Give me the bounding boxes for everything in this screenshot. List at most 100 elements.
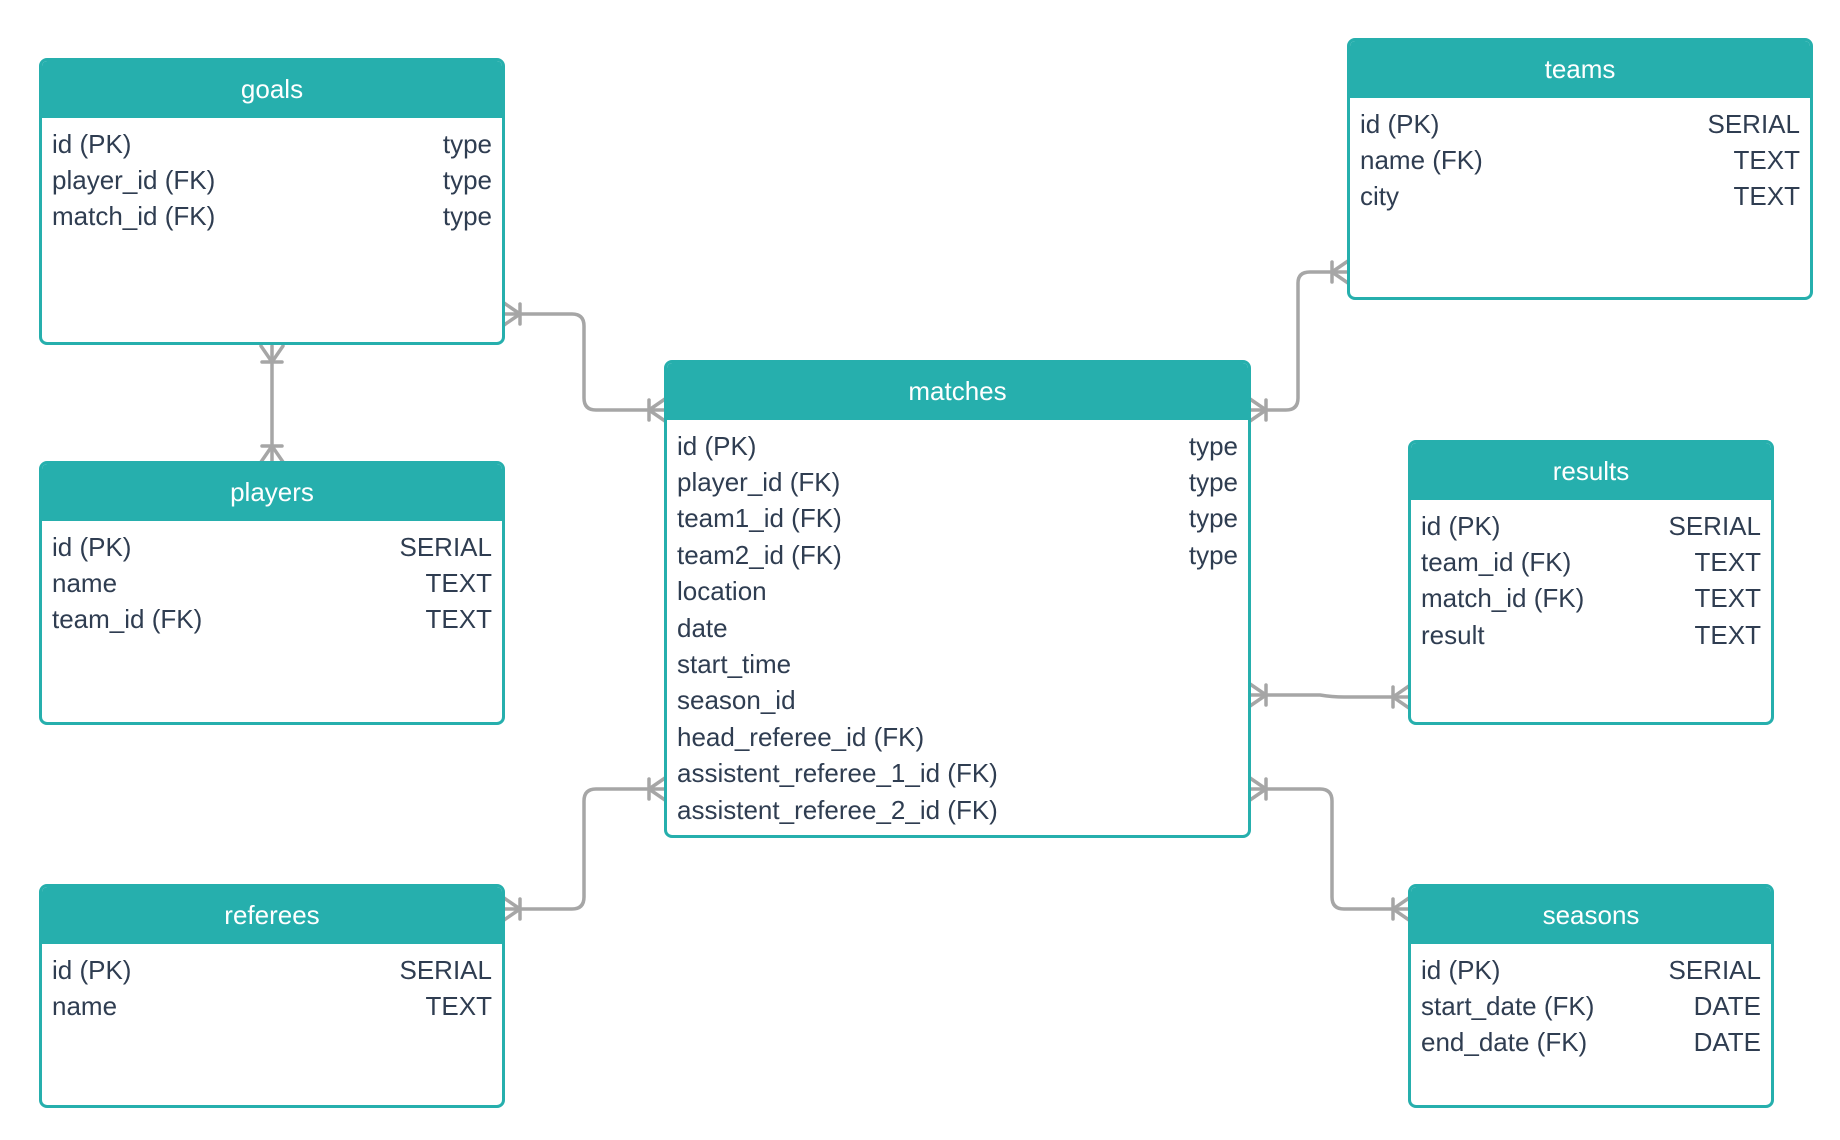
field-row: team1_id (FK) type <box>677 501 1238 537</box>
field-name: id (PK) <box>1360 108 1440 139</box>
entity-fields: id (PK) SERIAL name TEXT team_id (FK) TE… <box>42 521 502 638</box>
field-row: id (PK) SERIAL <box>1360 106 1800 142</box>
field-row: id (PK) type <box>677 428 1238 464</box>
entity-title: teams <box>1350 41 1810 98</box>
field-row: assistent_referee_1_id (FK) <box>677 756 1238 792</box>
field-row: season_id <box>677 683 1238 719</box>
field-type: SERIAL <box>399 954 493 985</box>
field-row: player_id (FK) type <box>52 162 492 198</box>
entity-referees[interactable]: referees id (PK) SERIAL name TEXT <box>39 884 505 1108</box>
field-type: TEXT <box>1733 145 1800 176</box>
entity-fields: id (PK) type player_id (FK) type team1_i… <box>667 420 1248 828</box>
field-name: team1_id (FK) <box>677 503 842 534</box>
relationship-goals-matches <box>502 301 667 423</box>
field-row: id (PK) SERIAL <box>52 529 492 565</box>
field-row: id (PK) SERIAL <box>1421 952 1761 988</box>
field-name: end_date (FK) <box>1421 1027 1588 1058</box>
field-name: city <box>1360 181 1399 212</box>
entity-fields: id (PK) SERIAL start_date (FK) DATE end_… <box>1411 944 1771 1061</box>
entity-seasons[interactable]: seasons id (PK) SERIAL start_date (FK) D… <box>1408 884 1774 1108</box>
relationship-results-matches <box>1248 682 1411 710</box>
field-row: id (PK) SERIAL <box>1421 508 1761 544</box>
field-type: TEXT <box>425 991 492 1022</box>
field-name: team_id (FK) <box>1421 547 1572 578</box>
field-name: result <box>1421 619 1485 650</box>
field-type: SERIAL <box>1668 954 1762 985</box>
field-row: name (FK) TEXT <box>1360 142 1800 178</box>
field-row: match_id (FK) type <box>52 199 492 235</box>
field-row: team2_id (FK) type <box>677 537 1238 573</box>
field-type: TEXT <box>425 604 492 635</box>
field-name: team2_id (FK) <box>677 539 842 570</box>
field-name: date <box>677 612 728 643</box>
entity-fields: id (PK) SERIAL team_id (FK) TEXT match_i… <box>1411 500 1771 654</box>
field-name: player_id (FK) <box>52 165 216 196</box>
entity-title: goals <box>42 61 502 118</box>
field-type: DATE <box>1693 1027 1761 1058</box>
field-type: type <box>442 128 492 159</box>
field-row: id (PK) SERIAL <box>52 952 492 988</box>
field-type: TEXT <box>1694 583 1761 614</box>
field-type: TEXT <box>1694 547 1761 578</box>
field-name: season_id <box>677 685 796 716</box>
entity-title: players <box>42 464 502 521</box>
field-row: match_id (FK) TEXT <box>1421 581 1761 617</box>
field-type: TEXT <box>1694 619 1761 650</box>
field-type: type <box>1188 467 1238 498</box>
field-name: match_id (FK) <box>52 201 216 232</box>
field-name: team_id (FK) <box>52 604 203 635</box>
field-name: name <box>52 991 118 1022</box>
field-name: id (PK) <box>1421 954 1501 985</box>
field-name: match_id (FK) <box>1421 583 1585 614</box>
field-name: id (PK) <box>677 430 757 461</box>
field-row: team_id (FK) TEXT <box>1421 544 1761 580</box>
field-type: DATE <box>1693 991 1761 1022</box>
entity-matches[interactable]: matches id (PK) type player_id (FK) type… <box>664 360 1251 838</box>
field-row: date <box>677 610 1238 646</box>
field-row: head_referee_id (FK) <box>677 719 1238 755</box>
field-row: id (PK) type <box>52 126 492 162</box>
entity-title: referees <box>42 887 502 944</box>
field-name: assistent_referee_1_id (FK) <box>677 758 998 789</box>
entity-goals[interactable]: goals id (PK) type player_id (FK) type m… <box>39 58 505 345</box>
field-name: location <box>677 576 767 607</box>
entity-teams[interactable]: teams id (PK) SERIAL name (FK) TEXT city… <box>1347 38 1813 300</box>
field-name: id (PK) <box>1421 510 1501 541</box>
relationship-referees-matches <box>502 776 667 922</box>
entity-players[interactable]: players id (PK) SERIAL name TEXT team_id… <box>39 461 505 725</box>
relationship-teams-matches <box>1248 259 1350 423</box>
field-row: start_date (FK) DATE <box>1421 988 1761 1024</box>
entity-results[interactable]: results id (PK) SERIAL team_id (FK) TEXT… <box>1408 440 1774 725</box>
field-row: city TEXT <box>1360 179 1800 215</box>
field-row: name TEXT <box>52 565 492 601</box>
entity-title: results <box>1411 443 1771 500</box>
field-type: type <box>1188 430 1238 461</box>
field-type: TEXT <box>425 568 492 599</box>
field-name: name <box>52 568 118 599</box>
field-name: assistent_referee_2_id (FK) <box>677 794 998 825</box>
field-name: id (PK) <box>52 128 132 159</box>
field-type: TEXT <box>1733 181 1800 212</box>
field-type: type <box>1188 539 1238 570</box>
field-name: name (FK) <box>1360 145 1483 176</box>
field-row: result TEXT <box>1421 617 1761 653</box>
field-type: type <box>1188 503 1238 534</box>
entity-title: seasons <box>1411 887 1771 944</box>
field-name: start_time <box>677 649 792 680</box>
relationship-seasons-matches <box>1248 776 1411 922</box>
entity-fields: id (PK) type player_id (FK) type match_i… <box>42 118 502 235</box>
field-type: SERIAL <box>399 531 493 562</box>
field-name: player_id (FK) <box>677 467 841 498</box>
field-type: type <box>442 201 492 232</box>
entity-fields: id (PK) SERIAL name TEXT <box>42 944 502 1025</box>
field-row: assistent_referee_2_id (FK) <box>677 792 1238 828</box>
field-row: end_date (FK) DATE <box>1421 1025 1761 1061</box>
field-name: id (PK) <box>52 954 132 985</box>
field-type: SERIAL <box>1707 108 1801 139</box>
field-row: team_id (FK) TEXT <box>52 602 492 638</box>
field-row: start_time <box>677 646 1238 682</box>
field-type: SERIAL <box>1668 510 1762 541</box>
field-row: name TEXT <box>52 988 492 1024</box>
